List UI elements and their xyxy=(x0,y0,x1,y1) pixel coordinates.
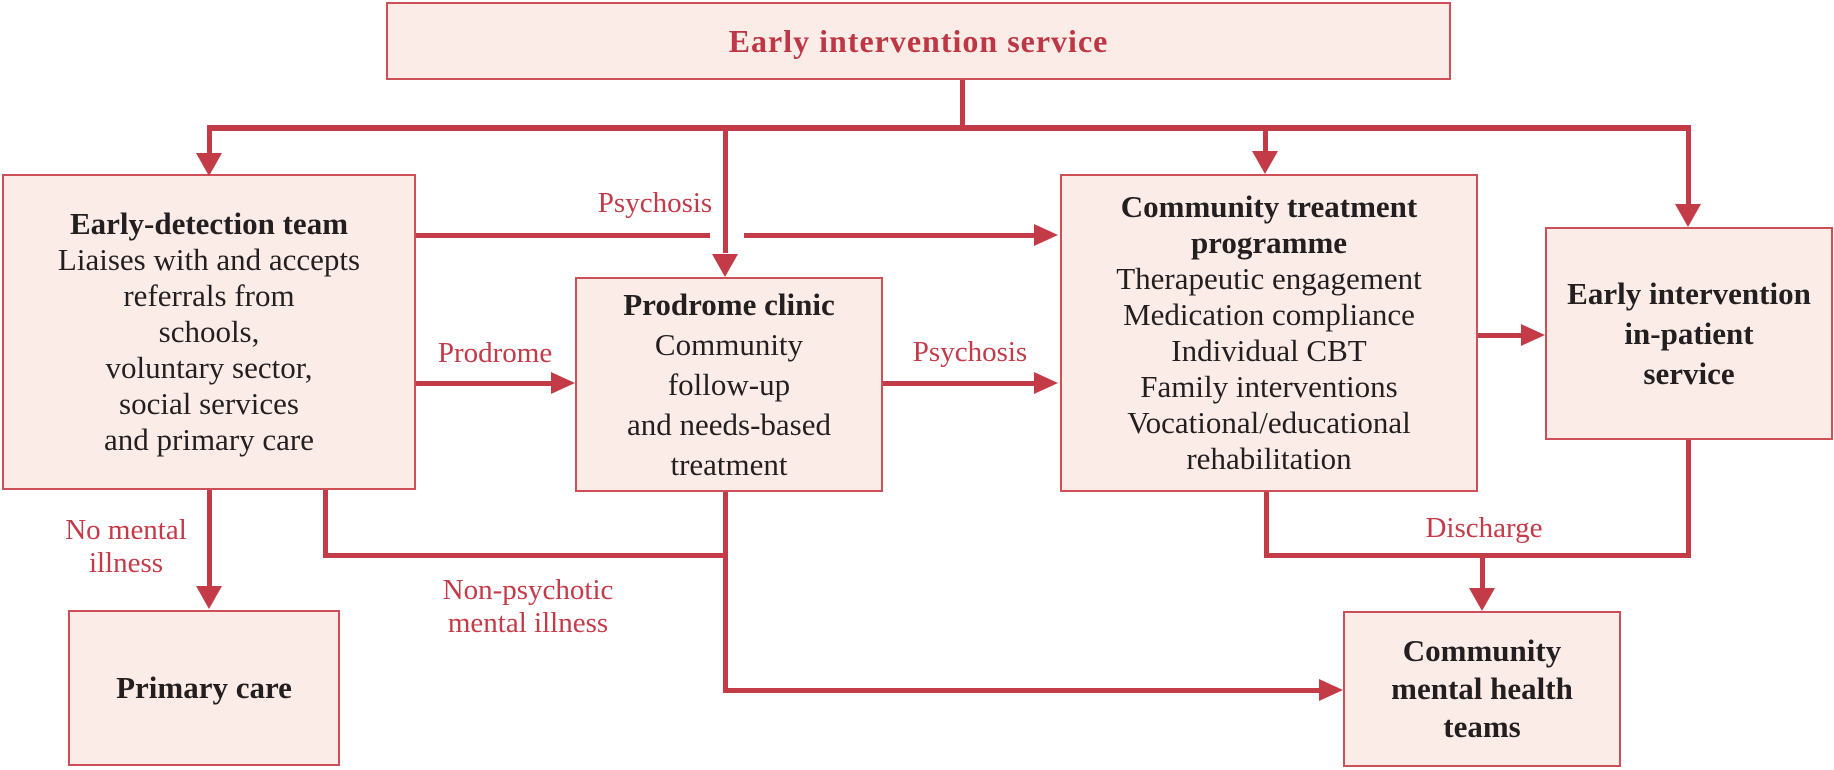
node-text-line: treatment xyxy=(670,446,788,482)
edge-label-line: mental illness xyxy=(447,607,609,639)
node-text-line: voluntary sector, xyxy=(105,350,313,385)
edge-non-psychotic-drop-line xyxy=(323,490,328,558)
node-text-line: Medication compliance xyxy=(1123,297,1415,332)
edge-no-mental-illness-line xyxy=(207,490,212,586)
node-title: in-patient xyxy=(1624,315,1754,351)
edge-prodrome-line xyxy=(416,381,551,386)
arrowhead-right-icon xyxy=(1521,324,1545,346)
edge-top-drop-line xyxy=(960,80,965,126)
node-prodrome-clinic: Prodrome clinic Community follow-up and … xyxy=(575,277,883,492)
node-title: Early intervention xyxy=(1567,275,1811,311)
arrowhead-down-icon xyxy=(1469,588,1495,611)
node-community-mental-health-teams: Community mental health teams xyxy=(1343,611,1621,767)
edge-community-to-inpatient-line xyxy=(1478,333,1521,338)
node-primary-care: Primary care xyxy=(68,610,340,766)
edge-psychosis-mid-line xyxy=(883,381,1034,386)
node-title: Prodrome clinic xyxy=(623,286,835,322)
edge-label-psychosis-mid: Psychosis xyxy=(912,336,1028,368)
node-text-line: social services xyxy=(119,386,299,421)
arrowhead-right-icon xyxy=(1319,679,1343,701)
node-title: programme xyxy=(1190,225,1348,260)
node-text-line: Therapeutic engagement xyxy=(1116,261,1422,296)
edge-distribution-bar xyxy=(207,125,1691,131)
node-community-treatment-programme: Community treatment programme Therapeuti… xyxy=(1060,174,1478,492)
node-title: service xyxy=(1643,355,1735,391)
node-text-line: Individual CBT xyxy=(1171,333,1367,368)
node-text-line: rehabilitation xyxy=(1186,441,1352,476)
edge-non-psychotic-horizontal-line xyxy=(323,553,728,558)
node-text-line: Liaises with and accepts xyxy=(57,242,361,277)
edge-label-line: Non-psychotic xyxy=(442,574,614,606)
node-text-line: Family interventions xyxy=(1140,369,1398,404)
edge-bar-to-community-line xyxy=(1263,129,1268,151)
edge-label-line: No mental xyxy=(65,514,187,546)
node-text-line: follow-up xyxy=(667,366,791,402)
arrowhead-down-icon xyxy=(1252,151,1278,174)
node-title: teams xyxy=(1443,709,1521,744)
edge-label-line: illness xyxy=(88,547,164,579)
node-title: mental health xyxy=(1391,671,1573,706)
edge-bar-to-early-detection-line xyxy=(207,129,212,153)
arrowhead-right-icon xyxy=(1034,372,1058,394)
edge-label-no-mental-illness: No mental illness xyxy=(16,514,236,580)
node-title: Early-detection team xyxy=(69,206,349,241)
node-text-line: referrals from xyxy=(123,278,295,313)
node-early-intervention-service: Early intervention service xyxy=(386,2,1451,80)
edge-discharge-center-drop-line xyxy=(1480,558,1485,589)
node-text-line: Vocational/educational xyxy=(1127,405,1411,440)
edge-psychosis-top-line xyxy=(744,233,1034,238)
edge-discharge-community-drop-line xyxy=(1264,492,1269,558)
node-title: Community xyxy=(1402,633,1562,668)
edge-label-discharge: Discharge xyxy=(1425,512,1543,544)
edge-to-cmht-line xyxy=(723,688,1321,693)
node-title: Primary care xyxy=(116,670,292,705)
edge-bar-to-prodrome-line xyxy=(723,129,728,253)
edge-label-prodrome: Prodrome xyxy=(437,337,553,369)
edge-label-non-psychotic: Non-psychotic mental illness xyxy=(378,574,678,640)
node-text-line: and primary care xyxy=(104,422,314,457)
arrowhead-down-icon xyxy=(1675,204,1701,227)
node-title: Early intervention service xyxy=(728,22,1109,59)
node-early-detection-team: Early-detection team Liaises with and ac… xyxy=(2,174,416,490)
edge-bar-to-inpatient-line xyxy=(1686,129,1691,204)
edge-discharge-inpatient-drop-line xyxy=(1686,440,1691,558)
arrowhead-down-icon xyxy=(712,254,738,277)
edge-psychosis-top-line xyxy=(416,233,710,238)
arrowhead-down-icon xyxy=(196,586,222,609)
node-text-line: Community xyxy=(654,326,804,362)
edge-discharge-horizontal-line xyxy=(1264,553,1691,558)
arrowhead-down-icon xyxy=(196,153,222,176)
edge-prodrome-bottom-drop-line xyxy=(723,492,728,693)
node-early-intervention-inpatient-service: Early intervention in-patient service xyxy=(1545,227,1833,440)
node-text-line: schools, xyxy=(158,314,260,349)
node-text-line: and needs-based xyxy=(627,406,831,442)
arrowhead-right-icon xyxy=(551,372,575,394)
arrowhead-right-icon xyxy=(1034,224,1058,246)
edge-label-psychosis-top: Psychosis xyxy=(597,187,713,219)
node-title: Community treatment xyxy=(1120,189,1418,224)
